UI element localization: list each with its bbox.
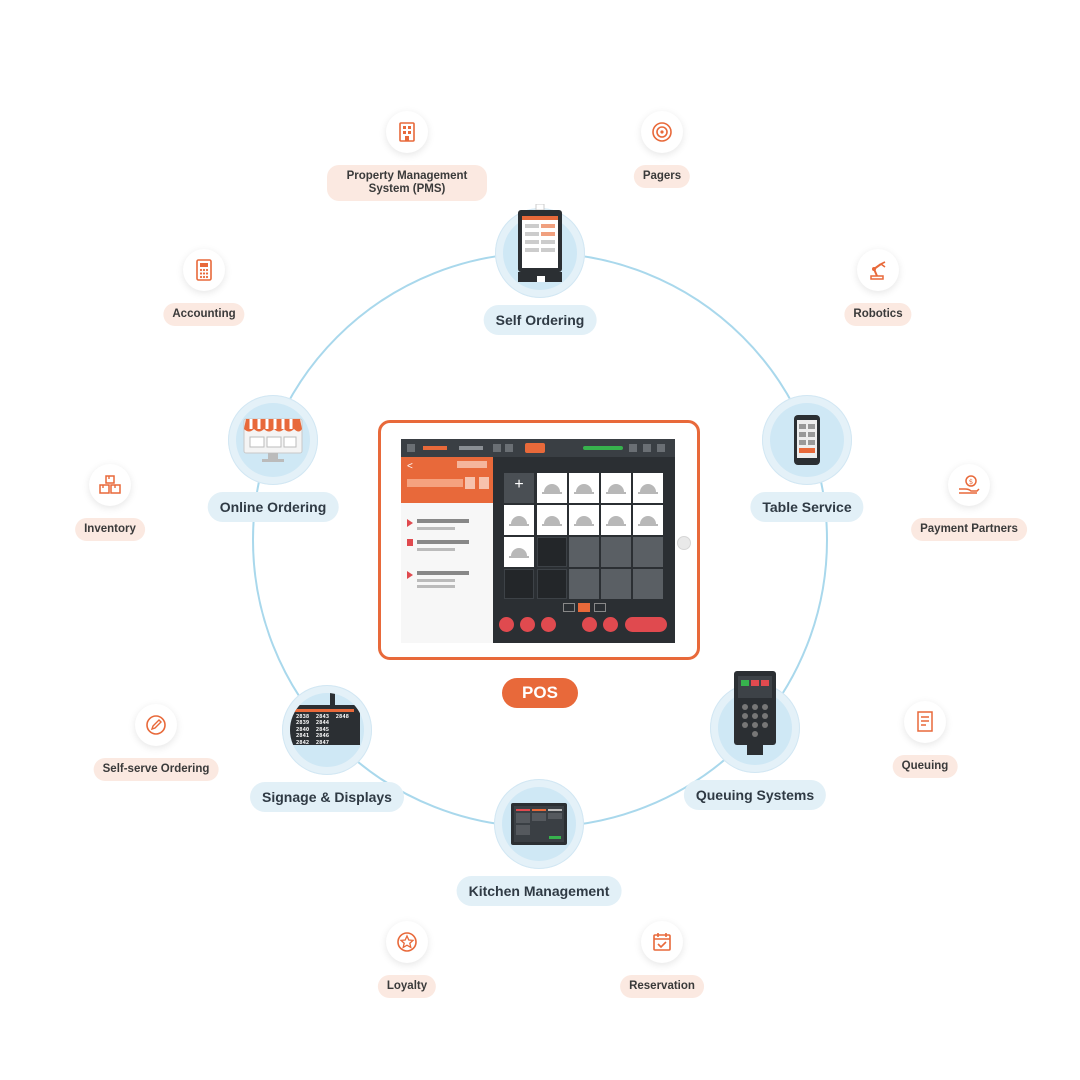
pos-order-header: <: [401, 457, 493, 503]
signage-number: 2844: [315, 720, 330, 727]
node-label: Signage & Displays: [250, 782, 404, 812]
calculator-icon: [183, 249, 225, 291]
signage-number: 2848: [335, 714, 349, 720]
ticket-terminal-icon: [718, 671, 792, 765]
pos-label: POS: [502, 678, 578, 708]
menu-tile[interactable]: [504, 505, 534, 535]
empty-tile: [537, 569, 567, 599]
menu-tile[interactable]: [633, 505, 663, 535]
signage-number: 2842: [296, 739, 310, 746]
signage-number: 2839: [296, 720, 310, 727]
menu-tile[interactable]: [601, 473, 631, 503]
action-button[interactable]: [499, 617, 514, 632]
satellite-label: Accounting: [163, 303, 245, 326]
satellite-label: Pagers: [633, 165, 691, 188]
pos-order-panel: <: [401, 457, 493, 643]
svg-text:$: $: [969, 478, 973, 486]
satellite-label: Loyalty: [377, 975, 437, 998]
satellite-label: Robotics: [844, 303, 912, 326]
signage-display-icon: 2838 2843 2848 2839 2844 2840 2845 2841 …: [290, 693, 364, 767]
satellite-label: Payment Partners: [911, 518, 1027, 541]
signage-number: 2845: [315, 726, 330, 733]
node-label: Kitchen Management: [456, 876, 622, 906]
node-label: Online Ordering: [207, 492, 339, 522]
menu-tile[interactable]: [569, 505, 599, 535]
category-tile[interactable]: [633, 537, 663, 567]
signage-number: 2846: [315, 733, 330, 740]
category-tile[interactable]: [569, 569, 599, 599]
pos-top-bar: [401, 439, 675, 457]
menu-tile[interactable]: [601, 505, 631, 535]
category-tile[interactable]: [569, 537, 599, 567]
calendar-check-icon: [641, 921, 683, 963]
pager-icon: [641, 111, 683, 153]
empty-tile: [537, 537, 567, 567]
menu-tile[interactable]: [569, 473, 599, 503]
pay-button[interactable]: [625, 617, 667, 632]
node-label: Table Service: [750, 492, 864, 522]
category-tile[interactable]: [633, 569, 663, 599]
pos-tablet: < +: [378, 420, 700, 660]
smartphone-icon: [770, 403, 844, 477]
robot-arm-icon: [857, 249, 899, 291]
satellite-label: Self-serve Ordering: [93, 758, 219, 781]
action-button[interactable]: [603, 617, 618, 632]
action-button[interactable]: [541, 617, 556, 632]
tablet-home-button: [677, 536, 691, 550]
signage-number: 2847: [315, 739, 330, 746]
receipt-icon: [904, 701, 946, 743]
signage-number: 2843: [315, 714, 330, 720]
building-icon: [386, 111, 428, 153]
storefront-icon: [236, 403, 310, 477]
kitchen-display-icon: [502, 787, 576, 861]
boxes-icon: [89, 464, 131, 506]
signage-number: 2841: [296, 733, 310, 740]
menu-tile[interactable]: [537, 505, 567, 535]
empty-tile: [504, 569, 534, 599]
payment-hand-icon: $: [948, 464, 990, 506]
category-tile[interactable]: [601, 537, 631, 567]
kiosk-icon: [503, 204, 577, 290]
satellite-label: Inventory: [75, 518, 145, 541]
satellite-label: Reservation: [620, 975, 704, 998]
action-button[interactable]: [582, 617, 597, 632]
pencil-icon: [135, 704, 177, 746]
signage-number: 2838: [296, 714, 310, 720]
menu-tile[interactable]: [633, 473, 663, 503]
satellite-label: Property Management System (PMS): [327, 165, 487, 201]
signage-screen: 2838 2843 2848 2839 2844 2840 2845 2841 …: [290, 705, 360, 746]
satellite-label: Queuing: [892, 755, 958, 778]
signage-number: 2840: [296, 726, 310, 733]
pos-screen: < +: [401, 439, 675, 643]
menu-tile[interactable]: [537, 473, 567, 503]
star-badge-icon: [386, 921, 428, 963]
node-label: Queuing Systems: [683, 780, 827, 810]
category-tile[interactable]: [601, 569, 631, 599]
add-item-tile[interactable]: +: [504, 473, 534, 503]
menu-tile[interactable]: [504, 537, 534, 567]
node-label: Self Ordering: [483, 305, 597, 335]
action-button[interactable]: [520, 617, 535, 632]
